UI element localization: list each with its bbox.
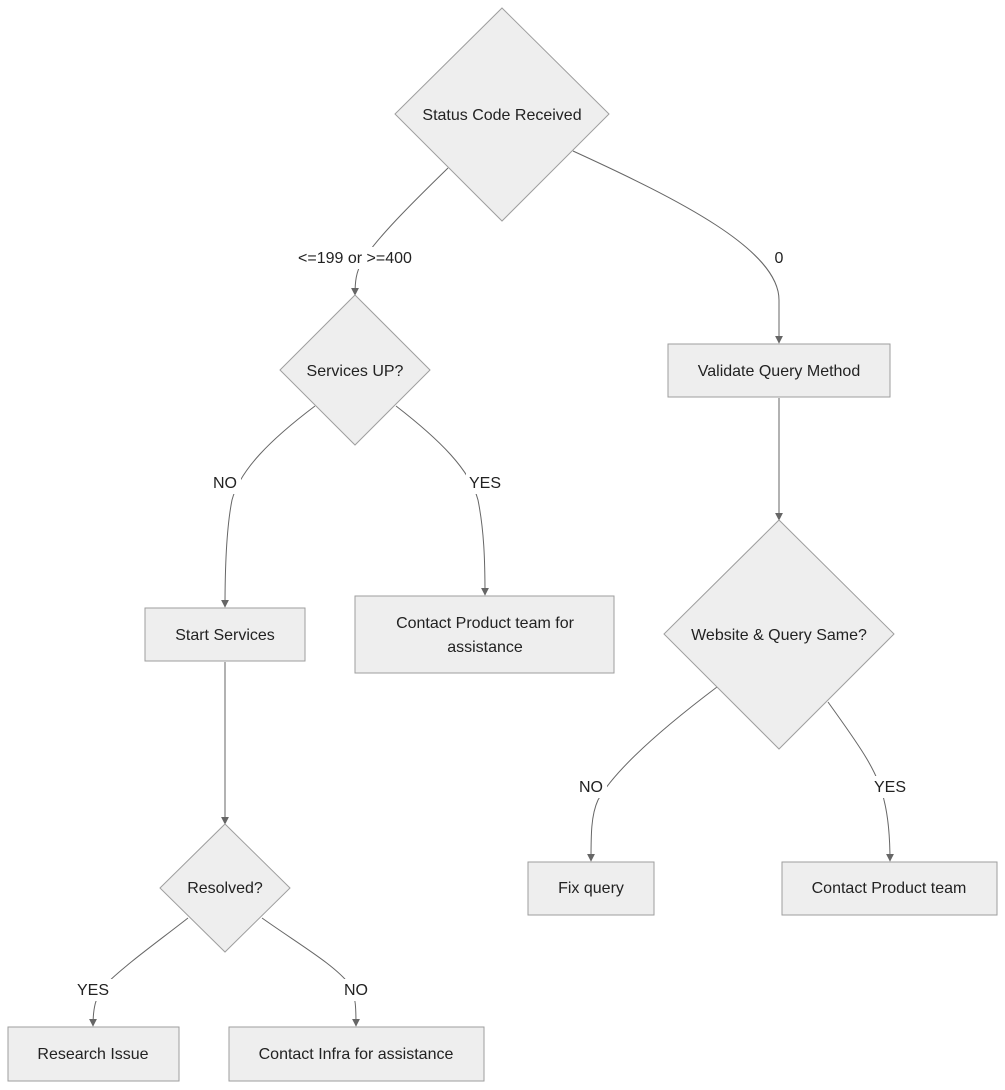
edge-label-status-zero: 0: [775, 250, 784, 267]
node-label: Services UP?: [307, 363, 404, 380]
edge-label-bg: [466, 472, 504, 494]
node-label: Website & Query Same?: [691, 627, 867, 644]
node-website-query-same: Website & Query Same?: [663, 519, 895, 750]
edge-label-bg: [770, 247, 788, 269]
node-validate-query-method: Validate Query Method: [667, 343, 891, 398]
node-label: Resolved?: [187, 880, 263, 897]
edge-label-resolved-yes: YES: [77, 982, 109, 999]
edge-status-to-validate-query: [572, 150, 783, 344]
node-label: Validate Query Method: [698, 363, 860, 380]
process-box: [144, 607, 306, 662]
edge-label-bg: [209, 472, 241, 494]
decision-diamond: [279, 294, 431, 446]
edge-label-website-yes: YES: [874, 779, 906, 796]
node-label: Status Code Received: [422, 107, 581, 124]
node-resolved: Resolved?: [159, 823, 291, 953]
edge-label-bg: [296, 247, 414, 269]
node-fix-query: Fix query: [527, 861, 655, 916]
node-label: Start Services: [175, 627, 275, 644]
edge-label-resolved-no: NO: [344, 982, 368, 999]
node-start-services: Start Services: [144, 607, 306, 662]
edge-website-query-to-fix-query: [587, 686, 718, 862]
process-box: [527, 861, 655, 916]
edge-resolved-to-contact-infra: [261, 917, 360, 1027]
node-label: Fix query: [558, 880, 624, 897]
node-contact-product-assistance: Contact Product team for assistance: [354, 595, 615, 674]
decision-diamond: [663, 519, 895, 750]
edge-resolved-to-research-issue: [89, 917, 189, 1027]
edge-label-bg: [575, 776, 607, 798]
edge-status-to-services-up: [351, 167, 449, 296]
decision-diamond: [159, 823, 291, 953]
decision-diamond: [394, 7, 610, 222]
edge-label-services-yes: YES: [469, 475, 501, 492]
edge-services-up-to-contact-product-assistance: [395, 405, 489, 596]
edge-label-services-no: NO: [213, 475, 237, 492]
edge-label-status-range: <=199 or >=400: [298, 250, 412, 267]
edge-services-up-to-start-services: [221, 405, 316, 608]
node-status-code-received: Status Code Received: [394, 7, 610, 222]
process-box: [228, 1026, 485, 1082]
process-box: [7, 1026, 180, 1082]
edge-label-bg: [74, 979, 112, 1001]
process-box: [781, 861, 998, 916]
edge-labels: <=199 or >=400 0 NO YES NO YES YES NO: [74, 247, 909, 1001]
process-box: [667, 343, 891, 398]
node-label-line-2: assistance: [447, 639, 523, 656]
node-contact-infra: Contact Infra for assistance: [228, 1026, 485, 1082]
node-label-line-1: Contact Product team for: [396, 615, 575, 632]
node-label: Contact Product team: [812, 880, 967, 897]
node-label: Research Issue: [37, 1046, 148, 1063]
nodes: Status Code Received Services UP? Valida…: [7, 7, 998, 1082]
node-contact-product-team: Contact Product team: [781, 861, 998, 916]
node-research-issue: Research Issue: [7, 1026, 180, 1082]
edge-label-website-no: NO: [579, 779, 603, 796]
process-box: [354, 595, 615, 674]
edge-label-bg: [871, 776, 909, 798]
node-label: Contact Infra for assistance: [259, 1046, 454, 1063]
node-services-up: Services UP?: [279, 294, 431, 446]
edge-label-bg: [340, 979, 372, 1001]
